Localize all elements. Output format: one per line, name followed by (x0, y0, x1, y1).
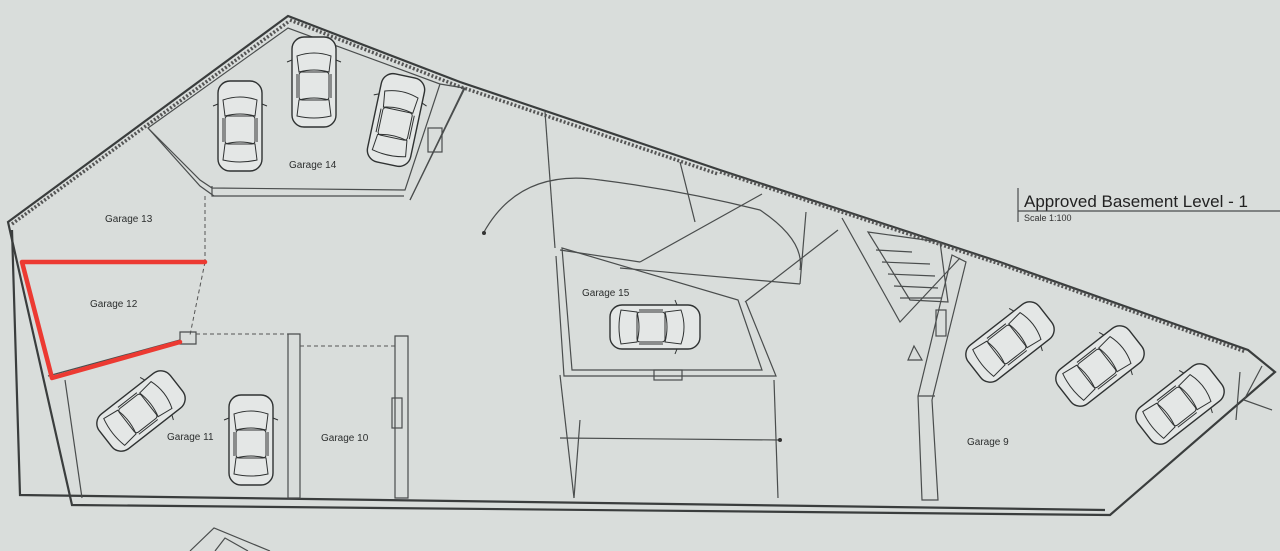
car-icon (609, 299, 701, 355)
drawing-title: Approved Basement Level - 1 (1024, 192, 1248, 211)
parked-cars (88, 36, 1233, 486)
car-icon (286, 36, 342, 128)
garage-label-9: Garage 9 (967, 437, 1009, 448)
car-icon (212, 80, 268, 172)
garage-15-enclosure (555, 247, 777, 381)
garage-label-10: Garage 10 (321, 433, 369, 444)
car-icon (359, 69, 433, 171)
car-icon (957, 292, 1063, 392)
car-icon (1047, 316, 1153, 416)
garage-9-enclosure (917, 254, 1273, 501)
stairs (841, 217, 961, 361)
lower-level-fragment (189, 527, 271, 551)
garage-label-12: Garage 12 (90, 299, 138, 310)
garage-label-13: Garage 13 (105, 214, 153, 225)
garage-label-14: Garage 14 (289, 160, 337, 171)
garage-label-15: Garage 15 (582, 288, 630, 299)
garage-label-11: Garage 11 (167, 432, 214, 443)
car-icon (223, 394, 279, 486)
car-icon (1127, 354, 1233, 454)
car-icon (88, 361, 194, 461)
garage-10-enclosure (300, 335, 409, 499)
ramp-lines (409, 87, 839, 499)
garage-12-highlight (19, 259, 208, 381)
title-block: Approved Basement Level - 1 Scale 1:100 (1017, 188, 1280, 223)
left-garages (47, 127, 301, 499)
outer-walls (6, 14, 1277, 517)
drawing-scale: Scale 1:100 (1024, 213, 1072, 223)
